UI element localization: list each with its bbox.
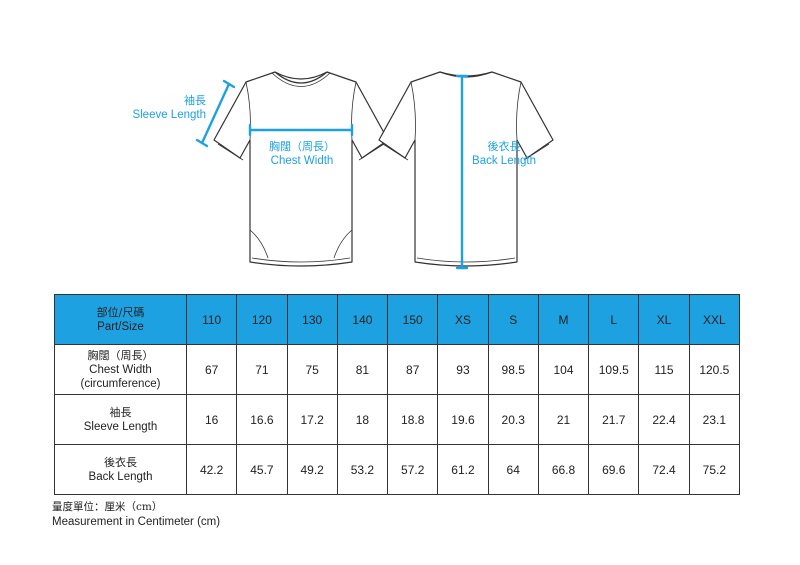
table-cell: 75 xyxy=(286,344,338,395)
size-header: 140 xyxy=(336,294,389,345)
size-header: XL xyxy=(638,294,690,345)
table-cell: 71 xyxy=(236,344,288,395)
table-cell: 66.8 xyxy=(537,444,590,495)
size-header: XS xyxy=(437,294,489,345)
table-cell: 64 xyxy=(487,444,539,495)
table-cell: 53.2 xyxy=(336,444,389,495)
table-cell: 22.4 xyxy=(638,394,690,445)
table-cell: 20.3 xyxy=(487,394,539,445)
table-cell: 72.4 xyxy=(638,444,690,495)
table-cell: 45.7 xyxy=(236,444,288,495)
table-cell: 17.2 xyxy=(286,394,338,445)
row-label: 袖長 Sleeve Length xyxy=(54,394,187,445)
sleeve-length-line xyxy=(200,82,231,145)
chest-label-en: Chest Width xyxy=(270,155,334,167)
row-label-en: Sleeve Length xyxy=(83,420,158,433)
table-cell: 120.5 xyxy=(688,344,741,395)
chest-label-zh: 胸闊（周長） xyxy=(269,140,335,153)
size-header: 130 xyxy=(286,294,338,345)
size-header: 110 xyxy=(185,294,238,345)
row-label-zh: 胸闊（周長） xyxy=(87,348,154,362)
table-cell: 23.1 xyxy=(688,394,741,445)
tshirt-diagram: 袖長 Sleeve Length 胸闊（周長） Chest Width 後衣長 … xyxy=(110,71,554,270)
row-label-zh: 後衣長 xyxy=(104,455,137,469)
table-cell: 81 xyxy=(336,344,389,395)
tshirt-drawing xyxy=(195,71,554,270)
back-label-zh: 後衣長 xyxy=(487,140,521,153)
table-cell: 18.8 xyxy=(387,394,439,445)
unit-note-en: Measurement in Centimeter (cm) xyxy=(52,516,221,528)
table-cell: 16 xyxy=(185,394,238,445)
header-part-en: Part/Size xyxy=(97,320,144,333)
table-cell: 67 xyxy=(185,344,238,395)
row-label-zh: 袖長 xyxy=(109,405,132,419)
row-label-en2: (circumference) xyxy=(80,377,161,390)
size-header: 120 xyxy=(236,294,288,345)
table-cell: 18 xyxy=(336,394,389,445)
size-header: XXL xyxy=(688,294,741,345)
header-part-size: 部位/尺碼 Part/Size xyxy=(54,294,187,345)
table-cell: 49.2 xyxy=(286,444,338,495)
back-shirt-icon xyxy=(378,71,554,267)
header-part-zh: 部位/尺碼 xyxy=(96,305,145,319)
table-cell: 104 xyxy=(537,344,590,395)
table-cell: 21.7 xyxy=(588,394,640,445)
sleeve-label-zh: 袖長 xyxy=(184,94,206,107)
table-cell: 16.6 xyxy=(236,394,288,445)
table-cell: 87 xyxy=(387,344,439,395)
sleeve-length-label: 袖長 Sleeve Length xyxy=(110,94,206,122)
measurement-unit-note: 量度單位：厘米（cm） Measurement in Centimeter (c… xyxy=(52,500,220,530)
table-cell: 42.2 xyxy=(185,444,238,495)
sleeve-label-en: Sleeve Length xyxy=(132,109,206,121)
chest-width-label: 胸闊（周長） Chest Width xyxy=(254,140,350,168)
table-header-row: 部位/尺碼 Part/Size 110 120 130 140 150 XS S… xyxy=(54,294,741,345)
table-cell: 69.6 xyxy=(588,444,640,495)
table-cell: 21 xyxy=(537,394,590,445)
table-row-sleeve-length: 袖長 Sleeve Length 16 16.6 17.2 18 18.8 19… xyxy=(54,394,741,445)
table-cell: 93 xyxy=(437,344,489,395)
table-cell: 19.6 xyxy=(437,394,489,445)
back-length-label: 後衣長 Back Length xyxy=(456,140,552,168)
table-cell: 61.2 xyxy=(437,444,489,495)
table-row-back-length: 後衣長 Back Length 42.2 45.7 49.2 53.2 57.2… xyxy=(54,444,741,495)
row-label: 後衣長 Back Length xyxy=(54,444,187,495)
row-label: 胸闊（周長） Chest Width (circumference) xyxy=(54,344,187,395)
back-label-en: Back Length xyxy=(472,155,536,167)
unit-note-zh: 量度單位：厘米（cm） xyxy=(52,501,163,513)
size-header: L xyxy=(588,294,640,345)
table-cell: 109.5 xyxy=(588,344,640,395)
size-header: M xyxy=(537,294,590,345)
table-row-chest-width: 胸闊（周長） Chest Width (circumference) 67 71… xyxy=(54,344,741,395)
front-shirt-icon xyxy=(213,71,389,267)
size-header: S xyxy=(487,294,539,345)
table-cell: 98.5 xyxy=(487,344,539,395)
row-label-en: Chest Width xyxy=(89,363,152,376)
table-cell: 75.2 xyxy=(688,444,741,495)
table-cell: 57.2 xyxy=(387,444,439,495)
size-chart-table: 部位/尺碼 Part/Size 110 120 130 140 150 XS S… xyxy=(54,294,741,495)
row-label-en: Back Length xyxy=(88,470,153,483)
table-cell: 115 xyxy=(638,344,690,395)
size-header: 150 xyxy=(387,294,439,345)
